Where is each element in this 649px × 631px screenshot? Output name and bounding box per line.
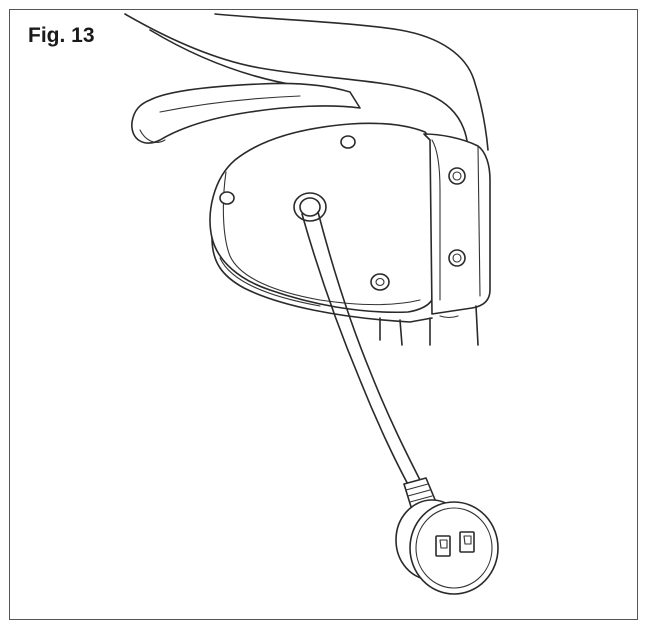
lower-frame-tubes: [379, 305, 479, 346]
charger-plug: [395, 499, 499, 595]
controller-housing: [209, 122, 491, 323]
plug-pin-left: [435, 535, 451, 557]
armrest-handle: [131, 82, 361, 144]
plug-pin-right: [459, 531, 475, 553]
charger-cable: [301, 211, 423, 489]
figure-label: Fig. 13: [28, 24, 95, 47]
figure-frame: [9, 9, 638, 620]
cable-grommet: [293, 192, 327, 222]
